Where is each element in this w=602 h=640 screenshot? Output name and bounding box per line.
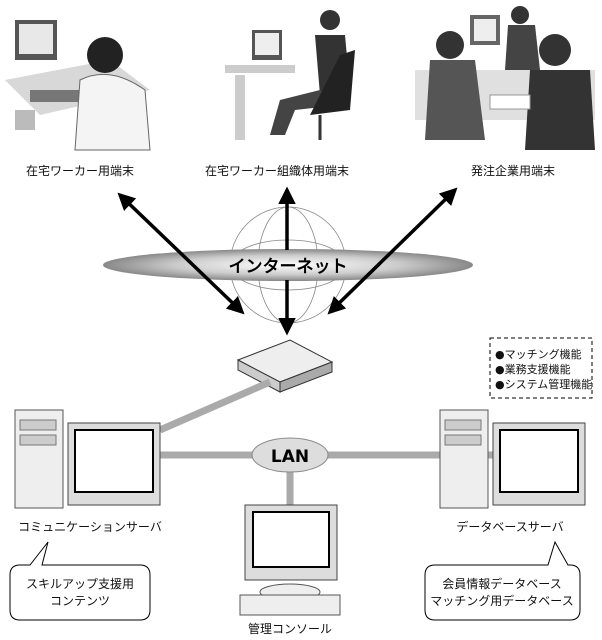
database-callout: 会員情報データベース マッチング用データベース — [424, 540, 581, 621]
client-company-illustration — [415, 6, 595, 150]
client-company-terminal-label: 発注企業用端末 — [471, 163, 555, 178]
function-item: ●マッチング機能 — [495, 347, 582, 361]
functions-box: ●マッチング機能 ●業務支援機能 ●システム管理機能 — [489, 337, 593, 399]
home-worker-terminal-label: 在宅ワーカー用端末 — [26, 163, 134, 178]
callout-line: マッチング用データベース — [430, 593, 573, 608]
database-server-icon — [439, 409, 586, 509]
function-item: ●業務支援機能 — [495, 362, 571, 376]
connection-arrows — [117, 186, 458, 336]
lan-label: LAN — [271, 447, 309, 467]
home-worker-illustration — [5, 20, 151, 151]
arrow-home-worker — [117, 192, 245, 315]
communication-server-icon — [14, 409, 161, 509]
worker-org-terminal-label: 在宅ワーカー組織体用端末 — [205, 163, 349, 178]
function-item: ●システム管理機能 — [495, 377, 592, 391]
management-console-icon — [239, 504, 341, 616]
arrow-client-company — [327, 187, 458, 315]
callout-line: スキルアップ支援用 — [26, 577, 134, 591]
communication-callout: スキルアップ支援用 コンテンツ — [9, 541, 151, 621]
database-server-label: データベースサーバ — [456, 519, 563, 534]
communication-server-label: コミュニケーションサーバ — [18, 520, 162, 534]
management-console-label: 管理コンソール — [248, 621, 332, 636]
router-icon — [236, 339, 334, 393]
internet-label: インターネット — [229, 257, 348, 277]
lan-hub — [251, 437, 329, 473]
callout-line: コンテンツ — [50, 594, 110, 608]
callout-line: 会員情報データベース — [442, 576, 561, 591]
worker-org-illustration — [225, 10, 355, 140]
